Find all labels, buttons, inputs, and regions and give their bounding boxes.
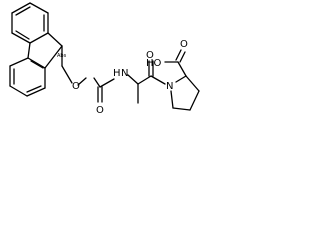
amide-carbonyl-oxygen: O [146, 50, 154, 61]
acid-carbonyl-oxygen: O [180, 39, 188, 50]
acid-hydroxyl: HO [146, 58, 162, 69]
stereo-mark: Abs [57, 53, 67, 59]
carboxylic-acid-bonds [164, 49, 187, 77]
carbamate-carbonyl-oxygen: O [96, 105, 104, 116]
alanine-bonds [127, 60, 166, 104]
amide-nitrogen: N [121, 68, 128, 79]
carbamate-bonds [77, 77, 115, 103]
ester-oxygen: O [72, 81, 80, 92]
structure-diagram: Abs O O H N O N HO O [9, 2, 200, 116]
pyrrolidine-nitrogen: N [166, 81, 173, 92]
amide-hydrogen: H [113, 68, 121, 79]
fluorene-ring-system [9, 2, 73, 97]
pyrrolidine-ring [170, 75, 200, 111]
